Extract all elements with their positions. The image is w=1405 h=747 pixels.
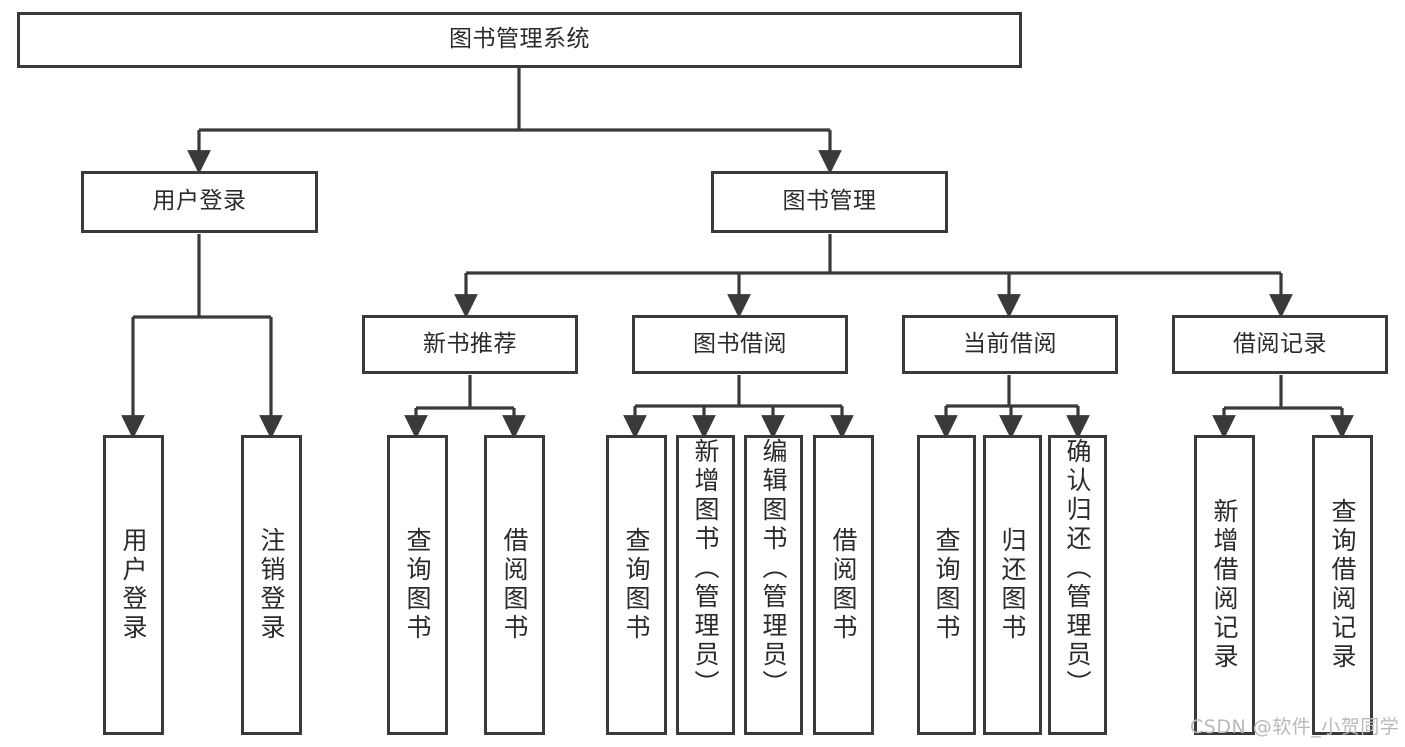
node-leaf-borrow-query-book[interactable]: 查询图书	[606, 435, 667, 735]
node-leaf-rec-query-book[interactable]: 查询图书	[387, 435, 448, 735]
node-book-management-label: 图书管理	[782, 188, 877, 215]
node-current-borrow-label: 当前借阅	[963, 330, 1057, 357]
node-leaf-user-login-label: 用户登录	[119, 527, 148, 643]
node-new-book-recommend[interactable]: 新书推荐	[362, 315, 578, 374]
node-leaf-borrow-book-label: 借阅图书	[829, 527, 858, 643]
node-leaf-cur-query-book-label: 查询图书	[932, 527, 961, 643]
node-user-login-label: 用户登录	[152, 188, 247, 215]
node-leaf-borrow-book[interactable]: 借阅图书	[813, 435, 874, 735]
node-leaf-borrow-query-book-label: 查询图书	[622, 527, 651, 643]
node-leaf-cur-query-book[interactable]: 查询图书	[917, 435, 976, 735]
node-book-borrow[interactable]: 图书借阅	[632, 315, 848, 374]
node-leaf-user-login[interactable]: 用户登录	[103, 435, 164, 735]
node-leaf-edit-book-admin[interactable]: 编辑图书（管理员）	[744, 435, 803, 735]
csdn-watermark: CSDN @软件_小贺同学	[1190, 716, 1400, 738]
node-root[interactable]: 图书管理系统	[17, 12, 1022, 68]
node-book-borrow-label: 图书借阅	[693, 330, 787, 357]
node-leaf-confirm-return-admin-label: 确认归还（管理员）	[1063, 438, 1092, 699]
node-book-management[interactable]: 图书管理	[711, 171, 948, 233]
node-leaf-rec-query-book-label: 查询图书	[403, 527, 432, 643]
node-leaf-add-book-admin-label: 新增图书（管理员）	[691, 438, 720, 699]
node-new-book-recommend-label: 新书推荐	[423, 330, 517, 357]
node-borrow-record-label: 借阅记录	[1233, 330, 1327, 357]
node-leaf-confirm-return-admin[interactable]: 确认归还（管理员）	[1048, 435, 1107, 735]
node-leaf-add-borrow-record[interactable]: 新增借阅记录	[1194, 435, 1255, 735]
node-leaf-logout-label: 注销登录	[257, 527, 286, 643]
node-leaf-edit-book-admin-label: 编辑图书（管理员）	[759, 438, 788, 699]
node-current-borrow[interactable]: 当前借阅	[902, 315, 1118, 374]
node-leaf-return-book[interactable]: 归还图书	[983, 435, 1042, 735]
node-borrow-record[interactable]: 借阅记录	[1172, 315, 1388, 374]
node-leaf-logout[interactable]: 注销登录	[241, 435, 302, 735]
node-leaf-query-borrow-record[interactable]: 查询借阅记录	[1312, 435, 1373, 735]
node-leaf-return-book-label: 归还图书	[998, 527, 1027, 643]
node-root-label: 图书管理系统	[449, 26, 590, 53]
node-leaf-query-borrow-record-label: 查询借阅记录	[1328, 498, 1357, 672]
node-user-login[interactable]: 用户登录	[81, 171, 318, 233]
node-leaf-add-book-admin[interactable]: 新增图书（管理员）	[676, 435, 735, 735]
node-leaf-add-borrow-record-label: 新增借阅记录	[1210, 498, 1239, 672]
node-leaf-rec-borrow-book-label: 借阅图书	[500, 527, 529, 643]
node-leaf-rec-borrow-book[interactable]: 借阅图书	[484, 435, 545, 735]
